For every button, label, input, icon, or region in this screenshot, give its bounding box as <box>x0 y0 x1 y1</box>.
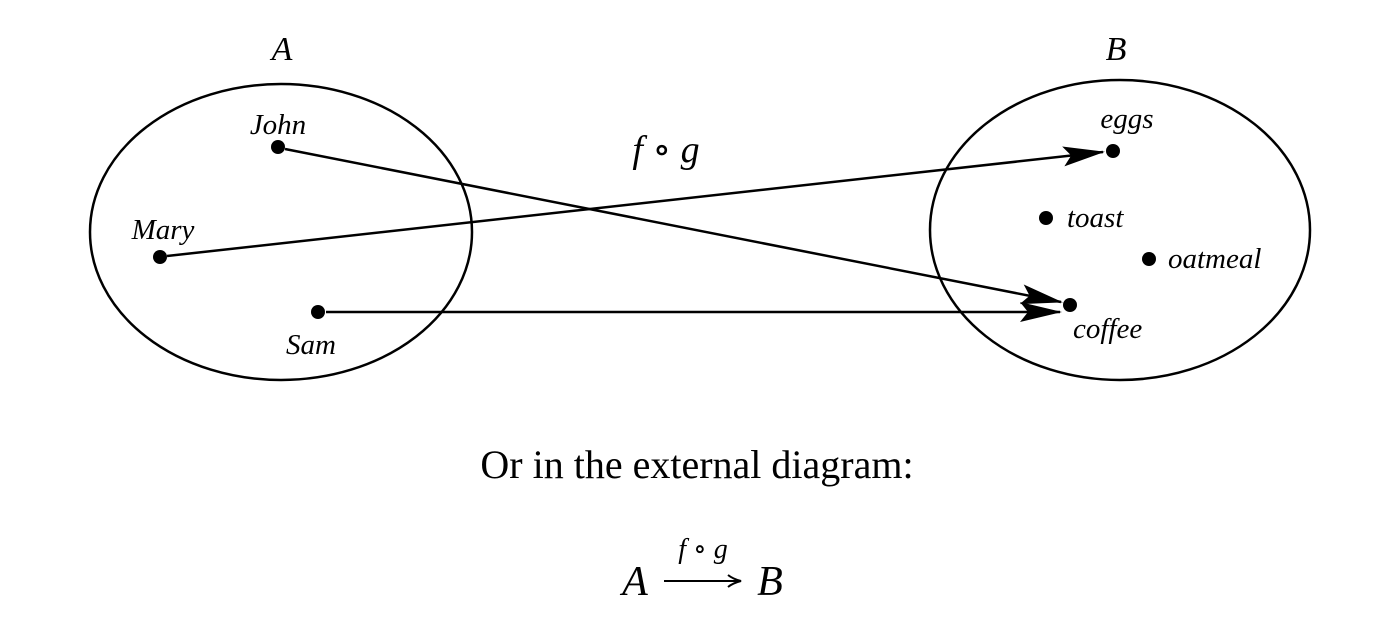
external-arrow-head <box>727 574 742 588</box>
element-dot-eggs <box>1106 144 1120 158</box>
element-label-toast: toast <box>1067 202 1124 234</box>
element-label-mary: Mary <box>131 214 195 246</box>
element-label-oatmeal: oatmeal <box>1168 243 1261 275</box>
set-b-label: B <box>1106 31 1127 68</box>
set-a-label: A <box>270 31 293 68</box>
external-source-label: A <box>619 559 648 605</box>
external-arrow-label: f ∘ g <box>678 534 728 565</box>
element-label-coffee: coffee <box>1073 313 1142 345</box>
mapping-label: f ∘ g <box>632 129 699 171</box>
arrow-mary-to-eggs <box>166 146 1105 258</box>
arrow-john-to-coffee <box>284 147 1063 305</box>
set-a-ellipse <box>88 82 474 382</box>
element-dot-coffee <box>1063 298 1077 312</box>
set-b-ellipse <box>928 78 1312 382</box>
element-dot-toast <box>1039 211 1053 225</box>
caption-text: Or in the external diagram: <box>480 442 913 487</box>
external-target-label: B <box>757 559 783 605</box>
element-dot-john <box>271 140 285 154</box>
element-label-sam: Sam <box>286 329 336 361</box>
element-dot-sam <box>311 305 325 319</box>
element-label-eggs: eggs <box>1100 103 1153 135</box>
element-label-john: John <box>250 109 306 141</box>
element-dot-oatmeal <box>1142 252 1156 266</box>
element-dot-mary <box>153 250 167 264</box>
